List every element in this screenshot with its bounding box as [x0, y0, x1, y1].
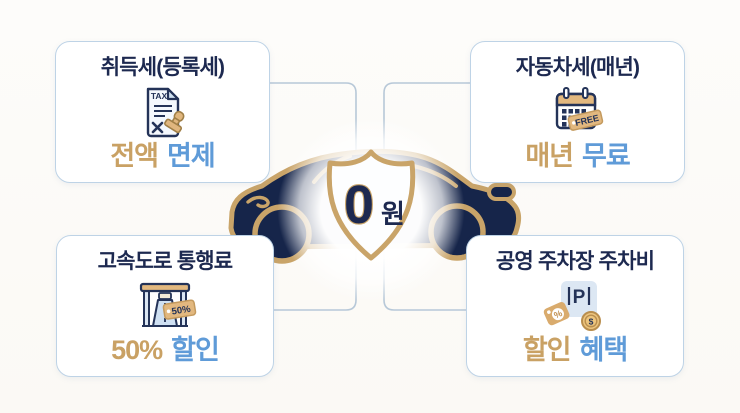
discount-tag: 50% — [162, 299, 197, 320]
card-title: 취득세(등록세) — [100, 56, 225, 79]
discount-label: 50% — [171, 304, 192, 318]
tax-document-stamp-icon: TAX — [146, 87, 184, 138]
benefit-primary: 할인 — [522, 335, 572, 365]
coin-glyph: $ — [581, 311, 601, 331]
benefit-text: 전액 면제 — [110, 141, 216, 171]
benefit-secondary: 면제 — [167, 141, 216, 171]
benefit-text: 매년 무료 — [525, 141, 631, 171]
badge-amount: 0 — [344, 175, 374, 235]
card-acquisition-tax: 취득세(등록세) TAX 전액 면제 — [55, 41, 270, 183]
benefit-secondary: 할인 — [171, 335, 220, 365]
card-title: 공영 주차장 주차비 — [495, 250, 655, 273]
benefit-text: 50% 할인 — [111, 335, 220, 365]
benefit-primary: 50% — [111, 335, 163, 365]
badge-unit: 원 — [381, 199, 405, 229]
parking-label: P — [573, 287, 586, 308]
stamp-glyph — [163, 110, 184, 134]
car-taillight-detail — [487, 183, 516, 201]
benefit-primary: 전액 — [110, 141, 159, 171]
calendar-free-tag-icon: FREE — [555, 87, 603, 131]
card-title: 자동차세(매년) — [515, 56, 640, 79]
card-highway-toll: 고속도로 통행료 50% 50% 할인 — [56, 235, 274, 377]
tax-label: TAX — [150, 91, 167, 101]
percent-tag: % — [543, 301, 570, 326]
free-tag: FREE — [567, 109, 603, 131]
benefit-secondary: 무료 — [582, 141, 631, 171]
benefit-secondary: 혜택 — [579, 335, 629, 365]
benefit-primary: 매년 — [525, 141, 574, 171]
card-automobile-tax: 자동차세(매년) FREE 매년 무료 — [470, 41, 685, 183]
percent-label: % — [552, 308, 563, 320]
card-title: 고속도로 통행료 — [97, 250, 233, 273]
coin-label: $ — [589, 317, 594, 327]
zero-won-shield-badge: 0 원 — [326, 149, 416, 261]
parking-sign-coin-icon: P % $ — [543, 281, 601, 331]
toll-gate-discount-icon: 50% — [139, 282, 197, 327]
